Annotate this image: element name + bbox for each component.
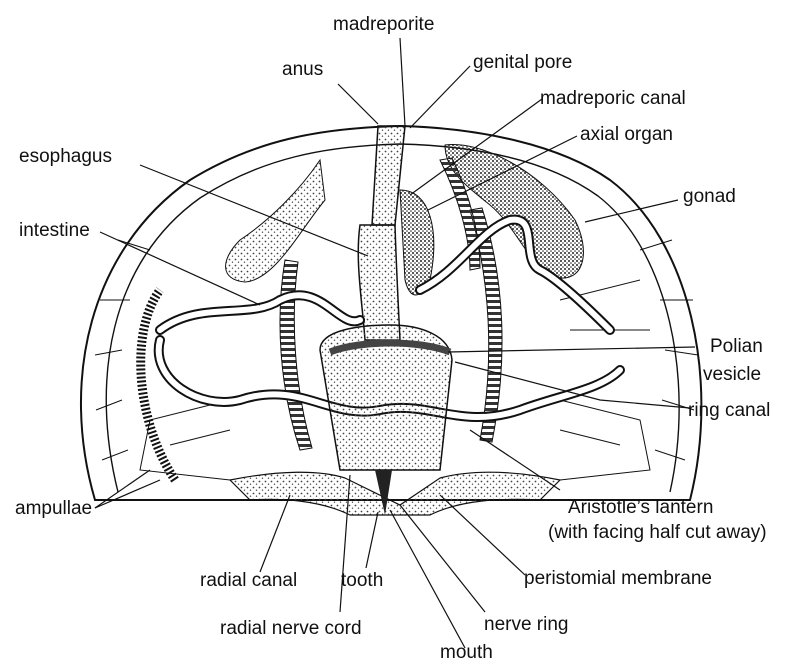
label-madreporic-canal: madreporic canal xyxy=(540,88,686,110)
label-gonad: gonad xyxy=(683,186,736,208)
label-tooth: tooth xyxy=(341,570,383,592)
label-nerve-ring: nerve ring xyxy=(484,614,569,636)
label-polian-vesicle-line2: vesicle xyxy=(703,364,761,386)
label-ring-canal: ring canal xyxy=(688,400,770,422)
label-madreporite: madreporite xyxy=(333,14,434,36)
label-aristotles-lantern-line2: (with facing half cut away) xyxy=(548,522,767,544)
label-mouth: mouth xyxy=(440,642,493,664)
label-anus: anus xyxy=(282,59,323,81)
label-axial-organ: axial organ xyxy=(580,124,673,146)
esophagus-tube xyxy=(358,225,400,340)
madreporic-canal-tube xyxy=(372,126,405,225)
label-ampullae: ampullae xyxy=(15,498,92,520)
axial-organ xyxy=(400,190,434,295)
peristomial-membrane-shape xyxy=(230,472,560,515)
label-peristomial-membrane: peristomial membrane xyxy=(524,568,712,590)
label-genital-pore: genital pore xyxy=(473,52,572,74)
label-aristotles-lantern-line1: Aristotle’s lantern xyxy=(568,497,713,519)
label-polian-vesicle-line1: Polian xyxy=(710,336,763,358)
label-esophagus: esophagus xyxy=(19,146,112,168)
label-intestine: intestine xyxy=(19,220,90,242)
label-radial-nerve-cord: radial nerve cord xyxy=(220,618,362,640)
gonad-left xyxy=(226,160,325,282)
label-radial-canal: radial canal xyxy=(200,570,297,592)
